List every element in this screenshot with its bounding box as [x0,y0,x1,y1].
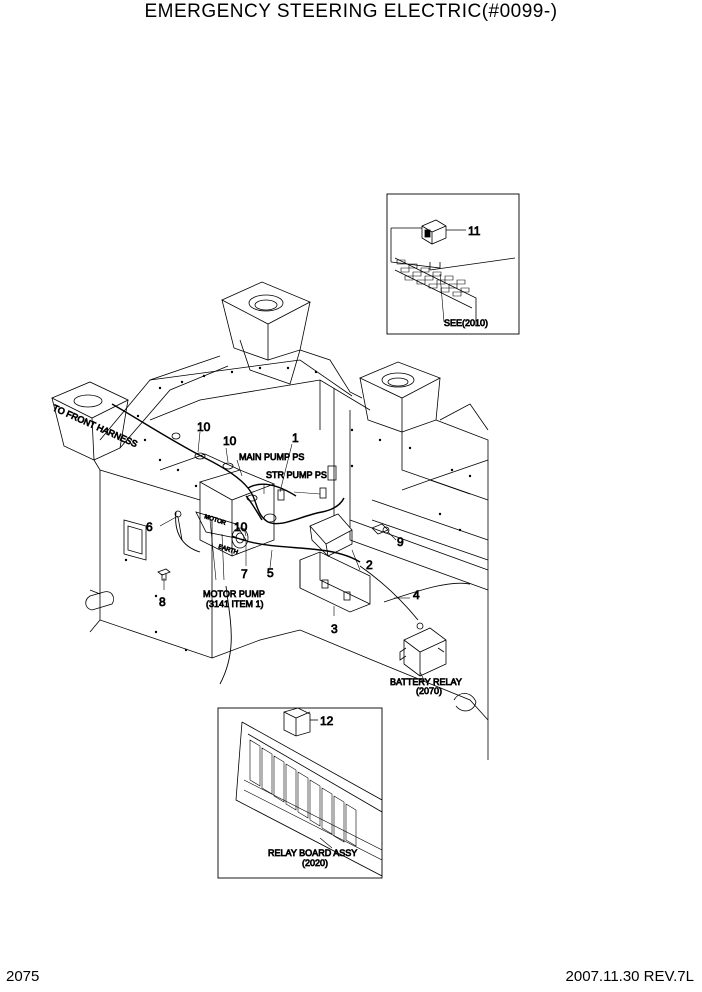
fuse-icon [371,523,390,535]
switch-icon [421,219,447,245]
callout-9: 9 [397,535,404,549]
str-pump-ps-label: STR PUMP PS [266,470,327,480]
motor-pump-ref-label: (3141 ITEM 1) [206,599,264,609]
panel-vent-slots [396,259,470,297]
callout-10-c: 10 [234,520,248,534]
battery-relay-ref-label: (2070) [416,686,442,696]
see-2010-label: SEE(2010) [444,318,488,328]
controller-unit [309,513,353,558]
callout-1: 1 [292,431,299,445]
callout-10-a: 10 [197,420,211,434]
callout-2: 2 [366,558,373,572]
switch-panel-inset [386,193,520,335]
page-title: EMERGENCY STEERING ELECTRIC(#0099-) [144,1,558,22]
callout-12: 12 [320,714,334,728]
callout-7: 7 [241,567,248,581]
motor-tag-label: MOTOR [203,514,227,527]
callout-10-b: 10 [223,434,237,448]
cable-icon [174,510,183,541]
callout-11: 11 [468,224,481,238]
mounting-bracket [299,551,371,613]
motor-pump [195,469,276,557]
callout-6: 6 [146,520,153,534]
machine-frame [51,281,489,760]
callout-5: 5 [267,566,274,580]
motor-pump-label: MOTOR PUMP [203,589,265,599]
date-revision: 2007.11.30 REV.7L [565,968,694,985]
callout-8: 8 [159,595,166,609]
relay-board-ref-label: (2020) [302,858,328,868]
callout-4: 4 [413,588,420,602]
relay-board-inset [217,707,383,879]
clamp-icon [171,432,277,523]
main-pump-ps-label: MAIN PUMP PS [239,452,304,462]
relay-board-assy-label: RELAY BOARD ASSY [268,848,357,858]
ground-cable [175,511,471,685]
relay-icon [283,707,311,737]
pressure-switch-icon [277,465,337,501]
battery-relay-label: BATTERY RELAY [390,677,462,687]
callout-3: 3 [331,622,338,636]
leader-lines [159,273,445,849]
page-number: 2075 [6,968,40,985]
battery-relay [399,622,447,677]
